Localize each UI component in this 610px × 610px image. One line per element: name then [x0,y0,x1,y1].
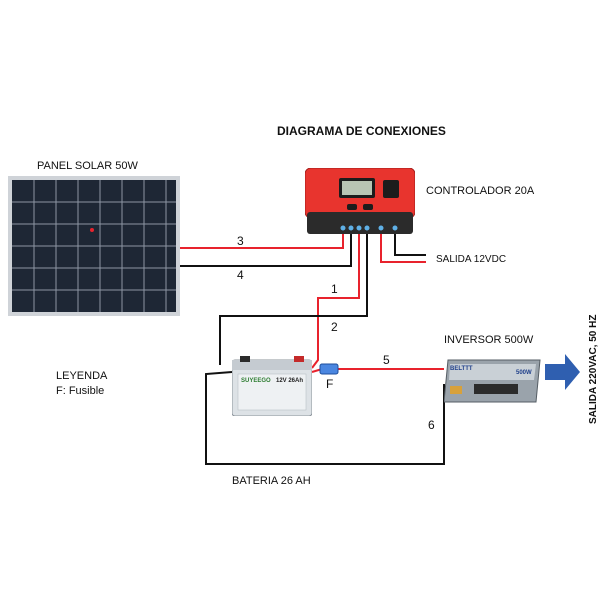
power-inverter: BELTTT 500W [443,356,544,406]
wire-label-4: 4 [237,268,244,282]
wire-1 [311,234,360,369]
wire-load-red [380,234,426,263]
battery: SUYEEGO 12V 26Ah [231,356,313,417]
fuse-label: F [326,377,334,391]
panel-label: PANEL SOLAR 50W [37,160,138,172]
solar-panel [8,176,180,316]
battery-rating: 12V 26Ah [276,378,304,384]
wire-label-2: 2 [331,320,338,334]
charge-controller [304,167,416,236]
wire-6 [205,371,445,465]
battery-label: BATERIA 26 AH [232,475,311,487]
ac-output-label: SALIDA 220VAC, 50 HZ [588,314,599,424]
wire-label-5: 5 [383,353,390,367]
inverter-rating: 500W [516,370,532,376]
diagram-title: DIAGRAMA DE CONEXIONES [277,124,446,138]
wire-4 [180,234,352,267]
legend-title: LEYENDA [56,370,108,382]
legend-item-fuse: F: Fusible [56,385,105,397]
battery-brand: SUYEEGO [241,378,271,384]
fuse-body [319,363,339,375]
dc-output-label: SALIDA 12VDC [436,254,507,265]
wire-3 [180,234,344,249]
wire-load-black [394,234,426,256]
inverter-label: INVERSOR 500W [444,334,534,346]
ac-output-arrow [545,354,580,390]
wire-label-1: 1 [331,282,338,296]
wire-label-3: 3 [237,234,244,248]
inverter-brand: BELTTT [450,366,473,372]
wire-2 [219,234,368,365]
wire-label-6: 6 [428,418,435,432]
controller-label: CONTROLADOR 20A [426,185,535,197]
